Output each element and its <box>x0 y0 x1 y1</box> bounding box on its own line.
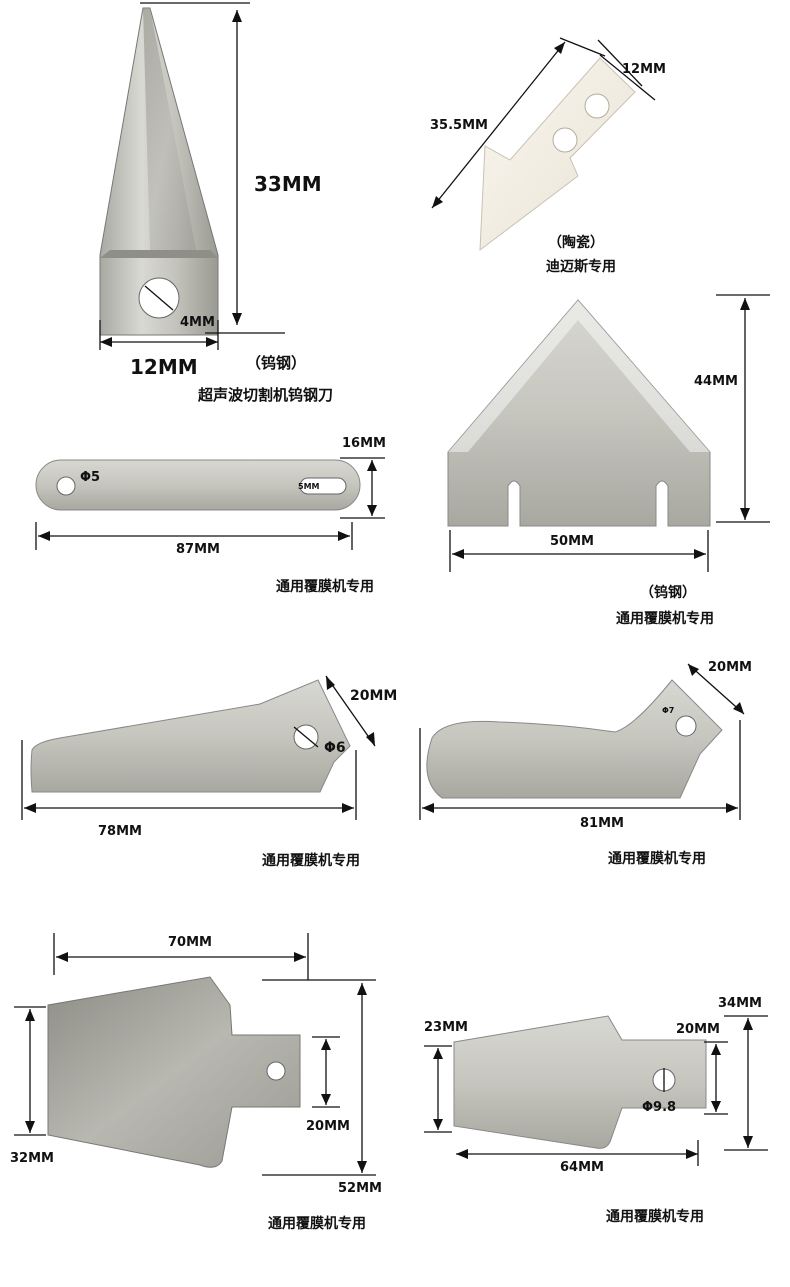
blade-1-drawing <box>99 2 285 350</box>
blade-2-hole-1 <box>584 93 610 119</box>
blade-1-width-label: 12MM <box>130 355 198 379</box>
blade-4-body <box>447 299 711 527</box>
blade-2-material: （陶瓷） <box>548 235 604 251</box>
blade-8-drawing <box>424 1015 768 1166</box>
blade-2-drawing <box>431 37 656 252</box>
blade-2-panel: 35.5MM 12MM （陶瓷） 迪迈斯专用 <box>410 0 790 290</box>
blade-2-length-label: 35.5MM <box>430 118 488 133</box>
blade-6-drawing <box>419 663 745 820</box>
blade-6-body <box>426 679 723 799</box>
blade-3-drawing <box>35 457 385 550</box>
blade-2-caption: 迪迈斯专用 <box>546 259 616 275</box>
blade-4-width-label: 50MM <box>550 534 594 549</box>
blade-6-hole-label: Φ7 <box>662 706 675 715</box>
blade-7-total-height-label: 52MM <box>338 1181 382 1196</box>
blade-1-material: （钨钢） <box>246 354 307 372</box>
blade-3-slot-label: 5MM <box>298 482 320 491</box>
blade-3-height-label: 16MM <box>342 436 386 451</box>
blade-4-caption: 通用覆膜机专用 <box>616 611 714 627</box>
blade-8-body <box>453 1015 707 1149</box>
blade-5-hole-label: Φ6 <box>324 740 346 756</box>
blade-3-caption: 通用覆膜机专用 <box>276 579 374 595</box>
blade-7-panel: 70MM 32MM 20MM 52MM 通用覆膜机专用 <box>0 925 400 1245</box>
blade-8-panel: 34MM 23MM 20MM Φ9.8 64MM 通用覆膜机专用 <box>410 990 790 1250</box>
blade-7-body <box>47 976 301 1168</box>
blade-1-caption: 超声波切割机钨钢刀 <box>198 386 334 404</box>
blade-5-body <box>30 679 351 793</box>
blade-8-tab-height-label: 20MM <box>676 1022 720 1037</box>
blade-8-total-height-label: 34MM <box>718 996 762 1011</box>
blade-3-length-label: 87MM <box>176 542 220 557</box>
blade-5-panel: 20MM Φ6 78MM 通用覆膜机专用 <box>0 660 400 880</box>
blade-5-drawing <box>21 675 376 820</box>
blade-1-hole-label: 4MM <box>180 315 215 330</box>
blade-3-body <box>35 459 361 511</box>
blade-4-drawing <box>447 294 770 572</box>
blade-3-hole-label: Φ5 <box>80 470 101 485</box>
blade-1-panel: 33MM 12MM 4MM （钨钢） 超声波切割机钨钢刀 <box>0 0 400 420</box>
blade-8-left-height-label: 23MM <box>424 1020 468 1035</box>
blade-3-hole <box>56 476 76 496</box>
blade-3-panel: 16MM Φ5 5MM 87MM 通用覆膜机专用 <box>0 430 400 610</box>
blade-7-left-height-label: 32MM <box>10 1151 54 1166</box>
blade-5-width-label: 20MM <box>350 688 398 704</box>
blade-4-height-label: 44MM <box>694 374 738 389</box>
blade-2-body <box>479 57 636 252</box>
blade-7-tab-height-label: 20MM <box>306 1119 350 1134</box>
blade-5-caption: 通用覆膜机专用 <box>262 853 360 869</box>
blade-3-slot <box>299 477 347 495</box>
blade-4-panel: 44MM 50MM （钨钢） 通用覆膜机专用 <box>420 290 790 640</box>
blade-8-length-label: 64MM <box>560 1160 604 1175</box>
blade-7-length-label: 70MM <box>168 935 212 950</box>
blade-7-hole <box>266 1061 286 1081</box>
blade-8-caption: 通用覆膜机专用 <box>606 1209 704 1225</box>
blade-2-hole-2 <box>552 127 578 153</box>
blade-8-hole-label: Φ9.8 <box>642 1100 677 1115</box>
blade-2-width-label: 12MM <box>622 62 666 77</box>
blade-4-material: （钨钢） <box>640 585 696 601</box>
blade-5-length-label: 78MM <box>98 824 142 839</box>
blade-1-height-label: 33MM <box>254 172 322 196</box>
blade-6-hole <box>675 715 697 737</box>
blade-6-caption: 通用覆膜机专用 <box>608 851 706 867</box>
blade-6-panel: 20MM Φ7 81MM 通用覆膜机专用 <box>410 650 790 880</box>
blade-7-drawing <box>14 933 376 1176</box>
blade-6-width-label: 20MM <box>708 660 752 675</box>
blade-7-caption: 通用覆膜机专用 <box>268 1216 366 1232</box>
blade-6-length-label: 81MM <box>580 816 624 831</box>
